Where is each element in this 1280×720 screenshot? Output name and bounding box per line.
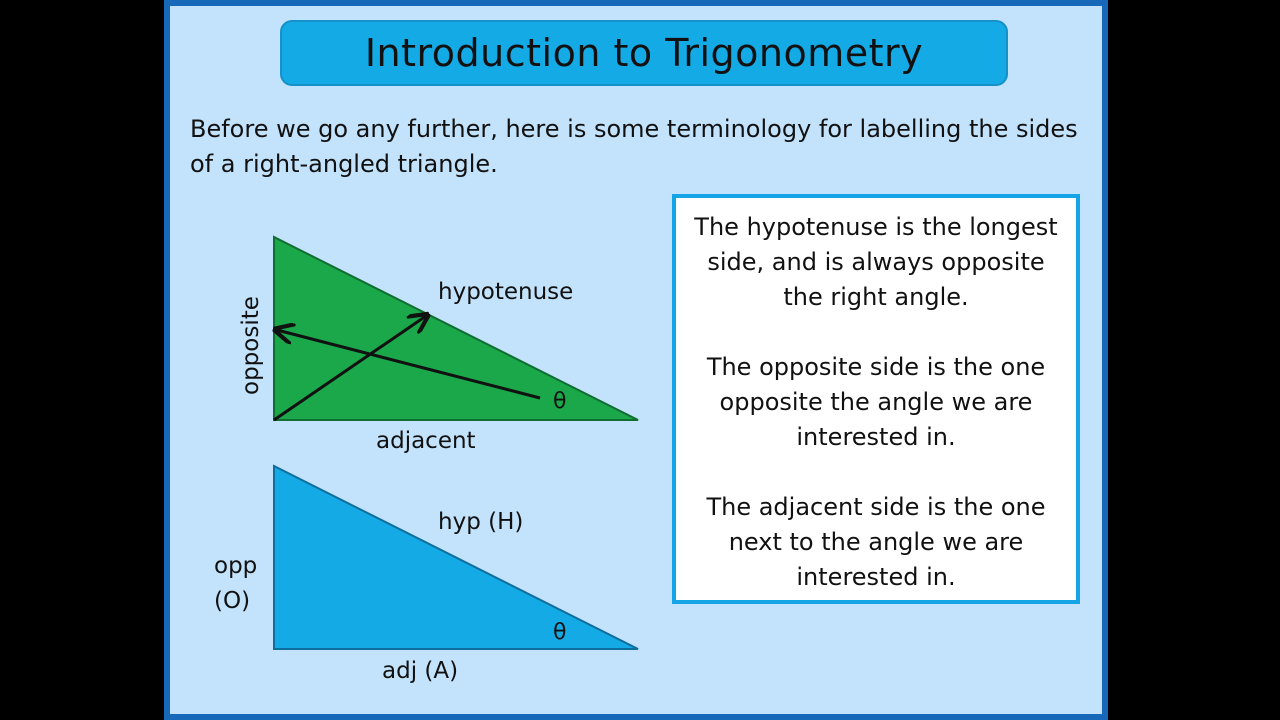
slide-frame: Introduction to Trigonometry Before we g… [164, 0, 1108, 720]
adjacent-definition: The adjacent side is the one next to the… [706, 493, 1046, 591]
opp-abbrev-label: (O) [214, 588, 251, 614]
theta-top: θ [553, 389, 567, 414]
hypotenuse-label: hypotenuse [438, 279, 574, 305]
opposite-definition: The opposite side is the one opposite th… [706, 353, 1046, 451]
blue-triangle [273, 464, 639, 650]
adj-label: adj (A) [382, 658, 459, 684]
adjacent-label: adjacent [376, 428, 476, 454]
theta-bottom: θ [553, 620, 567, 645]
intro-text: Before we go any further, here is some t… [190, 115, 1078, 178]
hypotenuse-arrow [273, 316, 426, 422]
opp-label: opp [214, 553, 258, 579]
slide-title: Introduction to Trigonometry [364, 31, 924, 75]
opposite-label: opposite [238, 296, 264, 395]
slide-background: Introduction to Trigonometry Before we g… [170, 6, 1102, 714]
hypotenuse-definition: The hypotenuse is the longest side, and … [694, 213, 1058, 311]
green-triangle [273, 235, 639, 421]
title-banner: Introduction to Trigonometry [280, 20, 1008, 86]
opposite-arrow [277, 330, 541, 400]
definitions-box: The hypotenuse is the longest side, and … [672, 194, 1080, 604]
hyp-label: hyp (H) [438, 509, 524, 535]
